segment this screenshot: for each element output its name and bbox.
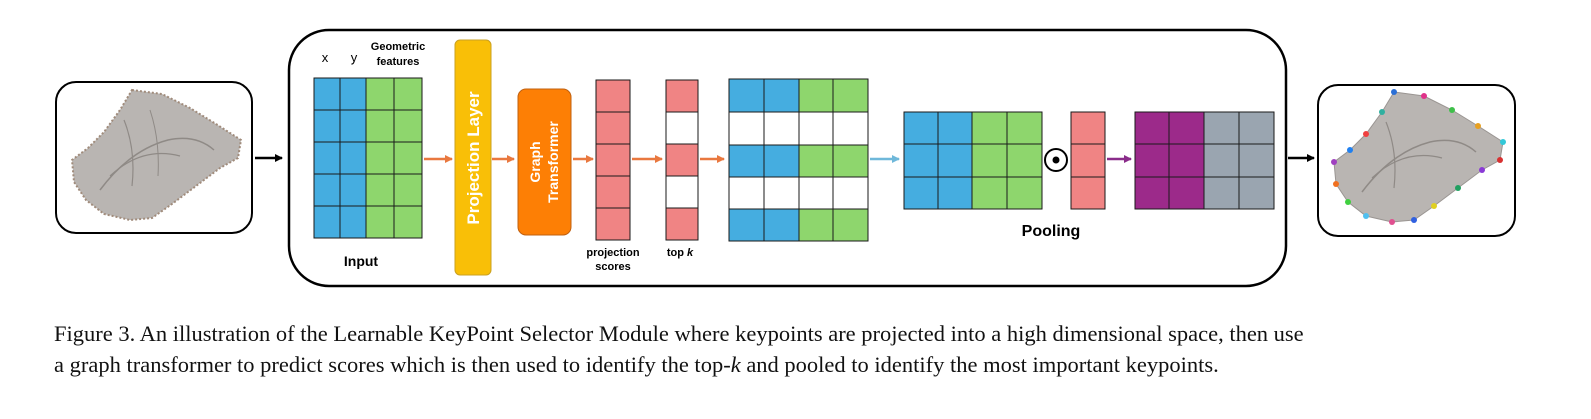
projection-scores-label-1: projection	[586, 247, 639, 259]
geometric-features-label-2: features	[377, 56, 420, 68]
projection-layer-block	[454, 39, 492, 276]
output-fossil-image	[1317, 84, 1516, 237]
figure-caption: Figure 3. An illustration of the Learnab…	[54, 318, 1544, 380]
topk-vector	[665, 79, 699, 241]
projection-scores-label-2: scores	[595, 261, 630, 273]
module-box	[287, 28, 1288, 288]
selected-scores-vector	[1070, 111, 1106, 210]
hadamard-operator	[1044, 148, 1068, 172]
masked-feature-matrix	[728, 78, 869, 242]
figure-diagram: x y Geometric features Input Projection …	[55, 28, 1516, 288]
topk-label: top k	[667, 247, 694, 259]
keypoint-dots	[1331, 89, 1506, 225]
input-matrix	[313, 77, 423, 239]
graph-transformer-label-2: Transformer	[545, 121, 561, 203]
input-label: Input	[344, 253, 379, 269]
caption-line-1: Figure 3. An illustration of the Learnab…	[54, 321, 1304, 346]
graph-transformer-block	[517, 88, 572, 236]
graph-transformer-label-1: Graph	[527, 141, 543, 182]
caption-line-2: a graph transformer to predict scores wh…	[54, 352, 1219, 377]
input-fossil-image	[55, 81, 253, 234]
input-x-label: x	[322, 50, 329, 65]
geometric-features-label-1: Geometric	[371, 41, 425, 53]
selected-feature-matrix	[903, 111, 1043, 210]
input-y-label: y	[351, 50, 358, 65]
pooled-output-matrix	[1134, 111, 1275, 210]
pooling-label: Pooling	[1022, 223, 1081, 240]
projection-scores-vector	[595, 79, 631, 241]
projection-layer-label: Projection Layer	[464, 91, 483, 225]
